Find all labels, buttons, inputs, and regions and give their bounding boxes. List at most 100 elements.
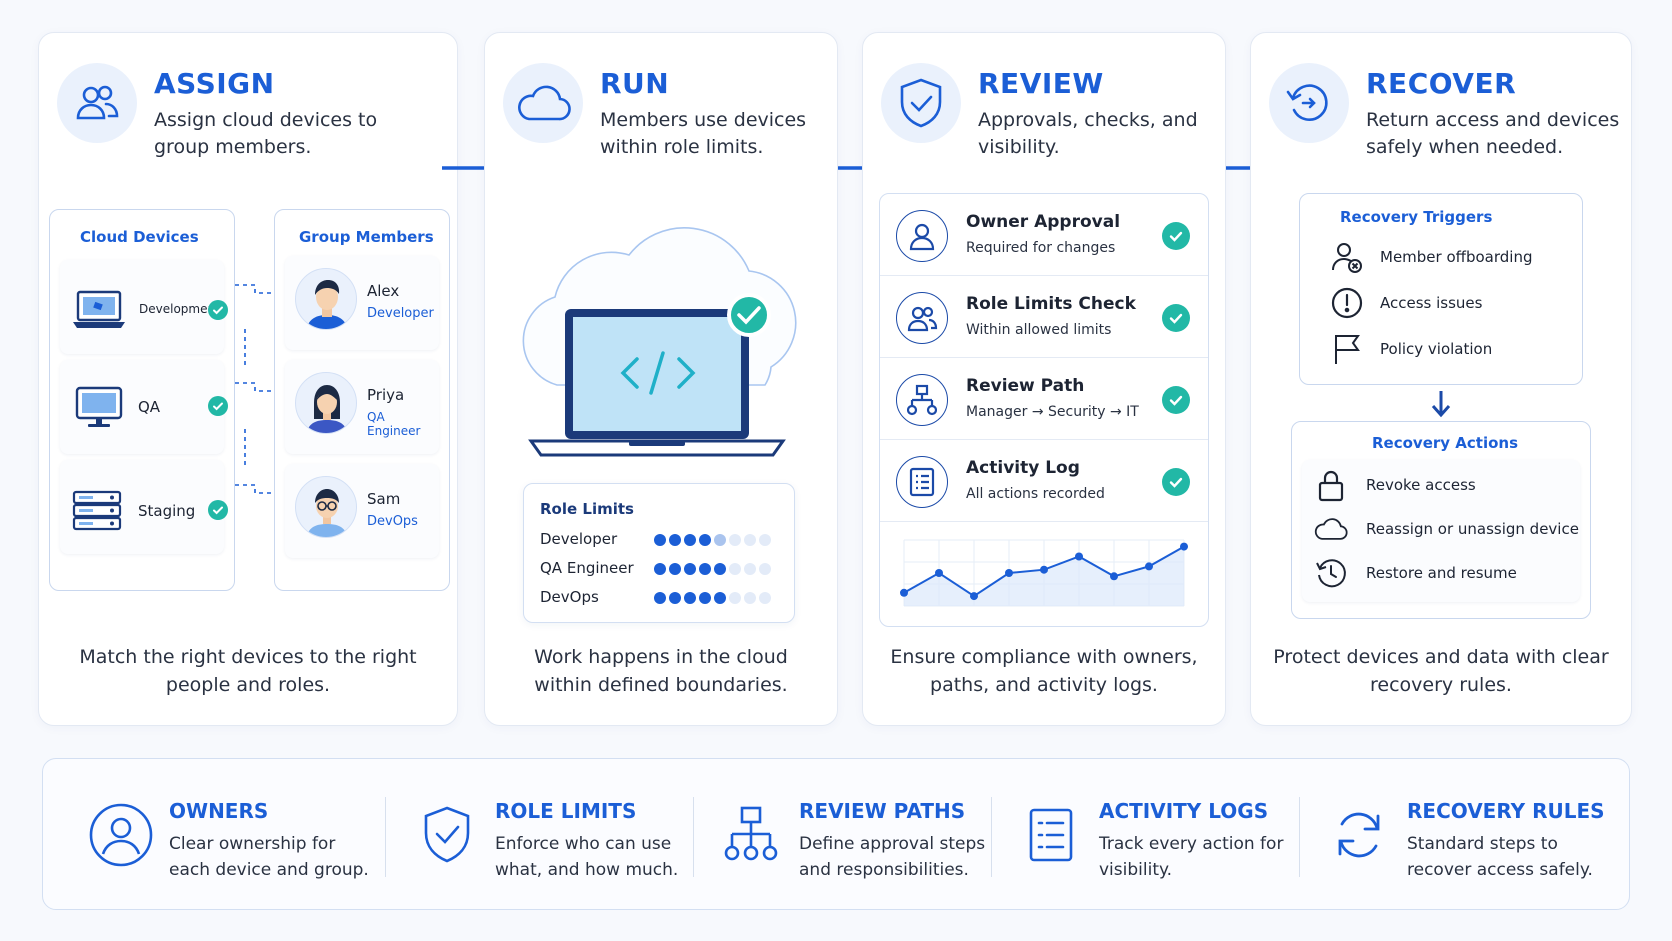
avatar xyxy=(295,476,357,538)
trigger-item[interactable]: Access issues xyxy=(1330,286,1572,320)
usage-dot xyxy=(744,534,756,546)
device-label: Development xyxy=(139,302,220,316)
cloud-icon xyxy=(503,63,583,143)
usage-dot xyxy=(744,563,756,575)
divider xyxy=(385,797,386,877)
principle-description: Standard steps to recover access safely. xyxy=(1407,834,1593,880)
device-card-development[interactable]: Development xyxy=(60,260,228,354)
usage-dot xyxy=(759,563,771,575)
cloud-devices-panel: Cloud Devices Development QA Staging xyxy=(49,209,235,591)
flag-icon xyxy=(1330,332,1364,366)
stage-description: Assign cloud devices to group members. xyxy=(154,109,378,158)
cloud-icon xyxy=(1314,512,1348,546)
stage-title: REVIEW xyxy=(978,67,1104,100)
device-label: QA xyxy=(138,398,161,416)
usage-dots xyxy=(654,563,771,575)
role-name: Developer xyxy=(540,530,618,548)
check-row-owner-approval[interactable]: Owner Approval Required for changes xyxy=(880,194,1208,276)
check-subtitle: Within allowed limits xyxy=(966,322,1112,338)
role-name: QA Engineer xyxy=(540,559,634,577)
check-row-role-limits[interactable]: Role Limits Check Within allowed limits xyxy=(880,276,1208,358)
data-point xyxy=(1005,569,1013,577)
hierarchy-icon xyxy=(717,801,785,869)
principle-title: REVIEW PATHS xyxy=(799,799,966,823)
trigger-item[interactable]: Member offboarding xyxy=(1330,240,1572,274)
area-fill xyxy=(904,546,1184,606)
usage-dot xyxy=(699,534,711,546)
data-point xyxy=(970,592,978,601)
device-card-qa[interactable]: QA xyxy=(60,360,228,454)
usage-dot xyxy=(714,592,726,604)
member-role: QA Engineer xyxy=(367,410,421,438)
stage-description: Return access and devices safely when ne… xyxy=(1366,109,1620,158)
usage-dot xyxy=(684,592,696,604)
avatar xyxy=(295,268,357,330)
member-role: Developer xyxy=(367,306,434,321)
server-icon xyxy=(72,490,122,536)
data-point xyxy=(900,588,908,597)
usage-dots xyxy=(654,592,771,604)
shield-check-icon xyxy=(881,63,961,143)
stage-header: RUN Members use devices within role limi… xyxy=(503,63,827,158)
role-limit-row: Developer xyxy=(540,530,778,550)
check-icon xyxy=(208,500,228,520)
member-card-alex[interactable]: Alex Developer xyxy=(285,256,439,350)
shield-icon xyxy=(413,801,481,869)
recovery-actions-panel: Recovery Actions Revoke access Reassign … xyxy=(1291,421,1591,619)
review-checks-panel: Owner Approval Required for changes Role… xyxy=(879,193,1209,627)
recovery-triggers-panel: Recovery Triggers Member offboarding Acc… xyxy=(1299,193,1583,385)
panel-title: Cloud Devices xyxy=(80,228,199,246)
stage-review: REVIEW Approvals, checks, and visibility… xyxy=(862,32,1226,726)
stage-run: RUN Members use devices within role limi… xyxy=(484,32,838,726)
check-row-review-path[interactable]: Review Path Manager → Security → IT xyxy=(880,358,1208,440)
activity-chart xyxy=(900,539,1188,607)
stage-assign: ASSIGN Assign cloud devices to group mem… xyxy=(38,32,458,726)
check-title: Activity Log xyxy=(966,458,1080,478)
principle-description: Define approval steps and responsibiliti… xyxy=(799,834,986,880)
trigger-label: Access issues xyxy=(1380,294,1483,312)
member-name: Sam xyxy=(367,490,401,508)
data-point xyxy=(1180,542,1188,551)
device-card-staging[interactable]: Staging xyxy=(60,460,228,554)
data-point xyxy=(1145,562,1153,571)
recover-icon xyxy=(1269,63,1349,143)
list-icon xyxy=(896,456,948,508)
check-icon xyxy=(1162,386,1190,414)
member-card-sam[interactable]: Sam DevOps xyxy=(285,464,439,558)
action-item[interactable]: Restore and resume xyxy=(1314,556,1580,590)
principle-description: Track every action for visibility. xyxy=(1099,834,1284,880)
avatar xyxy=(295,372,357,434)
panel-title: Role Limits xyxy=(540,500,634,518)
stage-description: Approvals, checks, and visibility. xyxy=(978,109,1198,158)
role-name: DevOps xyxy=(540,588,599,606)
role-limits-panel: Role Limits Developer QA Engineer DevOps xyxy=(523,483,795,623)
usage-dot xyxy=(759,592,771,604)
check-icon xyxy=(208,396,228,416)
role-limit-row: DevOps xyxy=(540,588,778,608)
action-item[interactable]: Reassign or unassign device xyxy=(1314,512,1580,546)
divider xyxy=(693,797,694,877)
action-item[interactable]: Revoke access xyxy=(1314,468,1580,502)
data-point xyxy=(1110,572,1118,581)
principles-bar: OWNERS Clear ownership for each device a… xyxy=(42,758,1630,910)
trigger-label: Policy violation xyxy=(1380,340,1493,358)
usage-dot xyxy=(654,563,666,575)
data-point xyxy=(1040,565,1048,574)
panel-title: Recovery Triggers xyxy=(1340,208,1493,226)
usage-dots xyxy=(654,534,771,546)
usage-dot xyxy=(729,534,741,546)
stage-header: ASSIGN Assign cloud devices to group mem… xyxy=(57,63,447,158)
check-row-activity-log[interactable]: Activity Log All actions recorded xyxy=(880,440,1208,522)
stage-recover: RECOVER Return access and devices safely… xyxy=(1250,32,1632,726)
stage-caption: Match the right devices to the right peo… xyxy=(79,646,417,696)
device-label: Staging xyxy=(138,502,196,520)
stage-header: RECOVER Return access and devices safely… xyxy=(1269,63,1621,158)
member-card-priya[interactable]: Priya QA Engineer xyxy=(285,360,439,454)
action-label: Restore and resume xyxy=(1366,564,1517,582)
users-icon xyxy=(57,63,137,143)
refresh-icon xyxy=(1325,801,1393,869)
check-icon xyxy=(1162,304,1190,332)
group-members-panel: Group Members Alex Developer Priya QA En… xyxy=(274,209,450,591)
trigger-item[interactable]: Policy violation xyxy=(1330,332,1572,366)
usage-dot xyxy=(654,592,666,604)
